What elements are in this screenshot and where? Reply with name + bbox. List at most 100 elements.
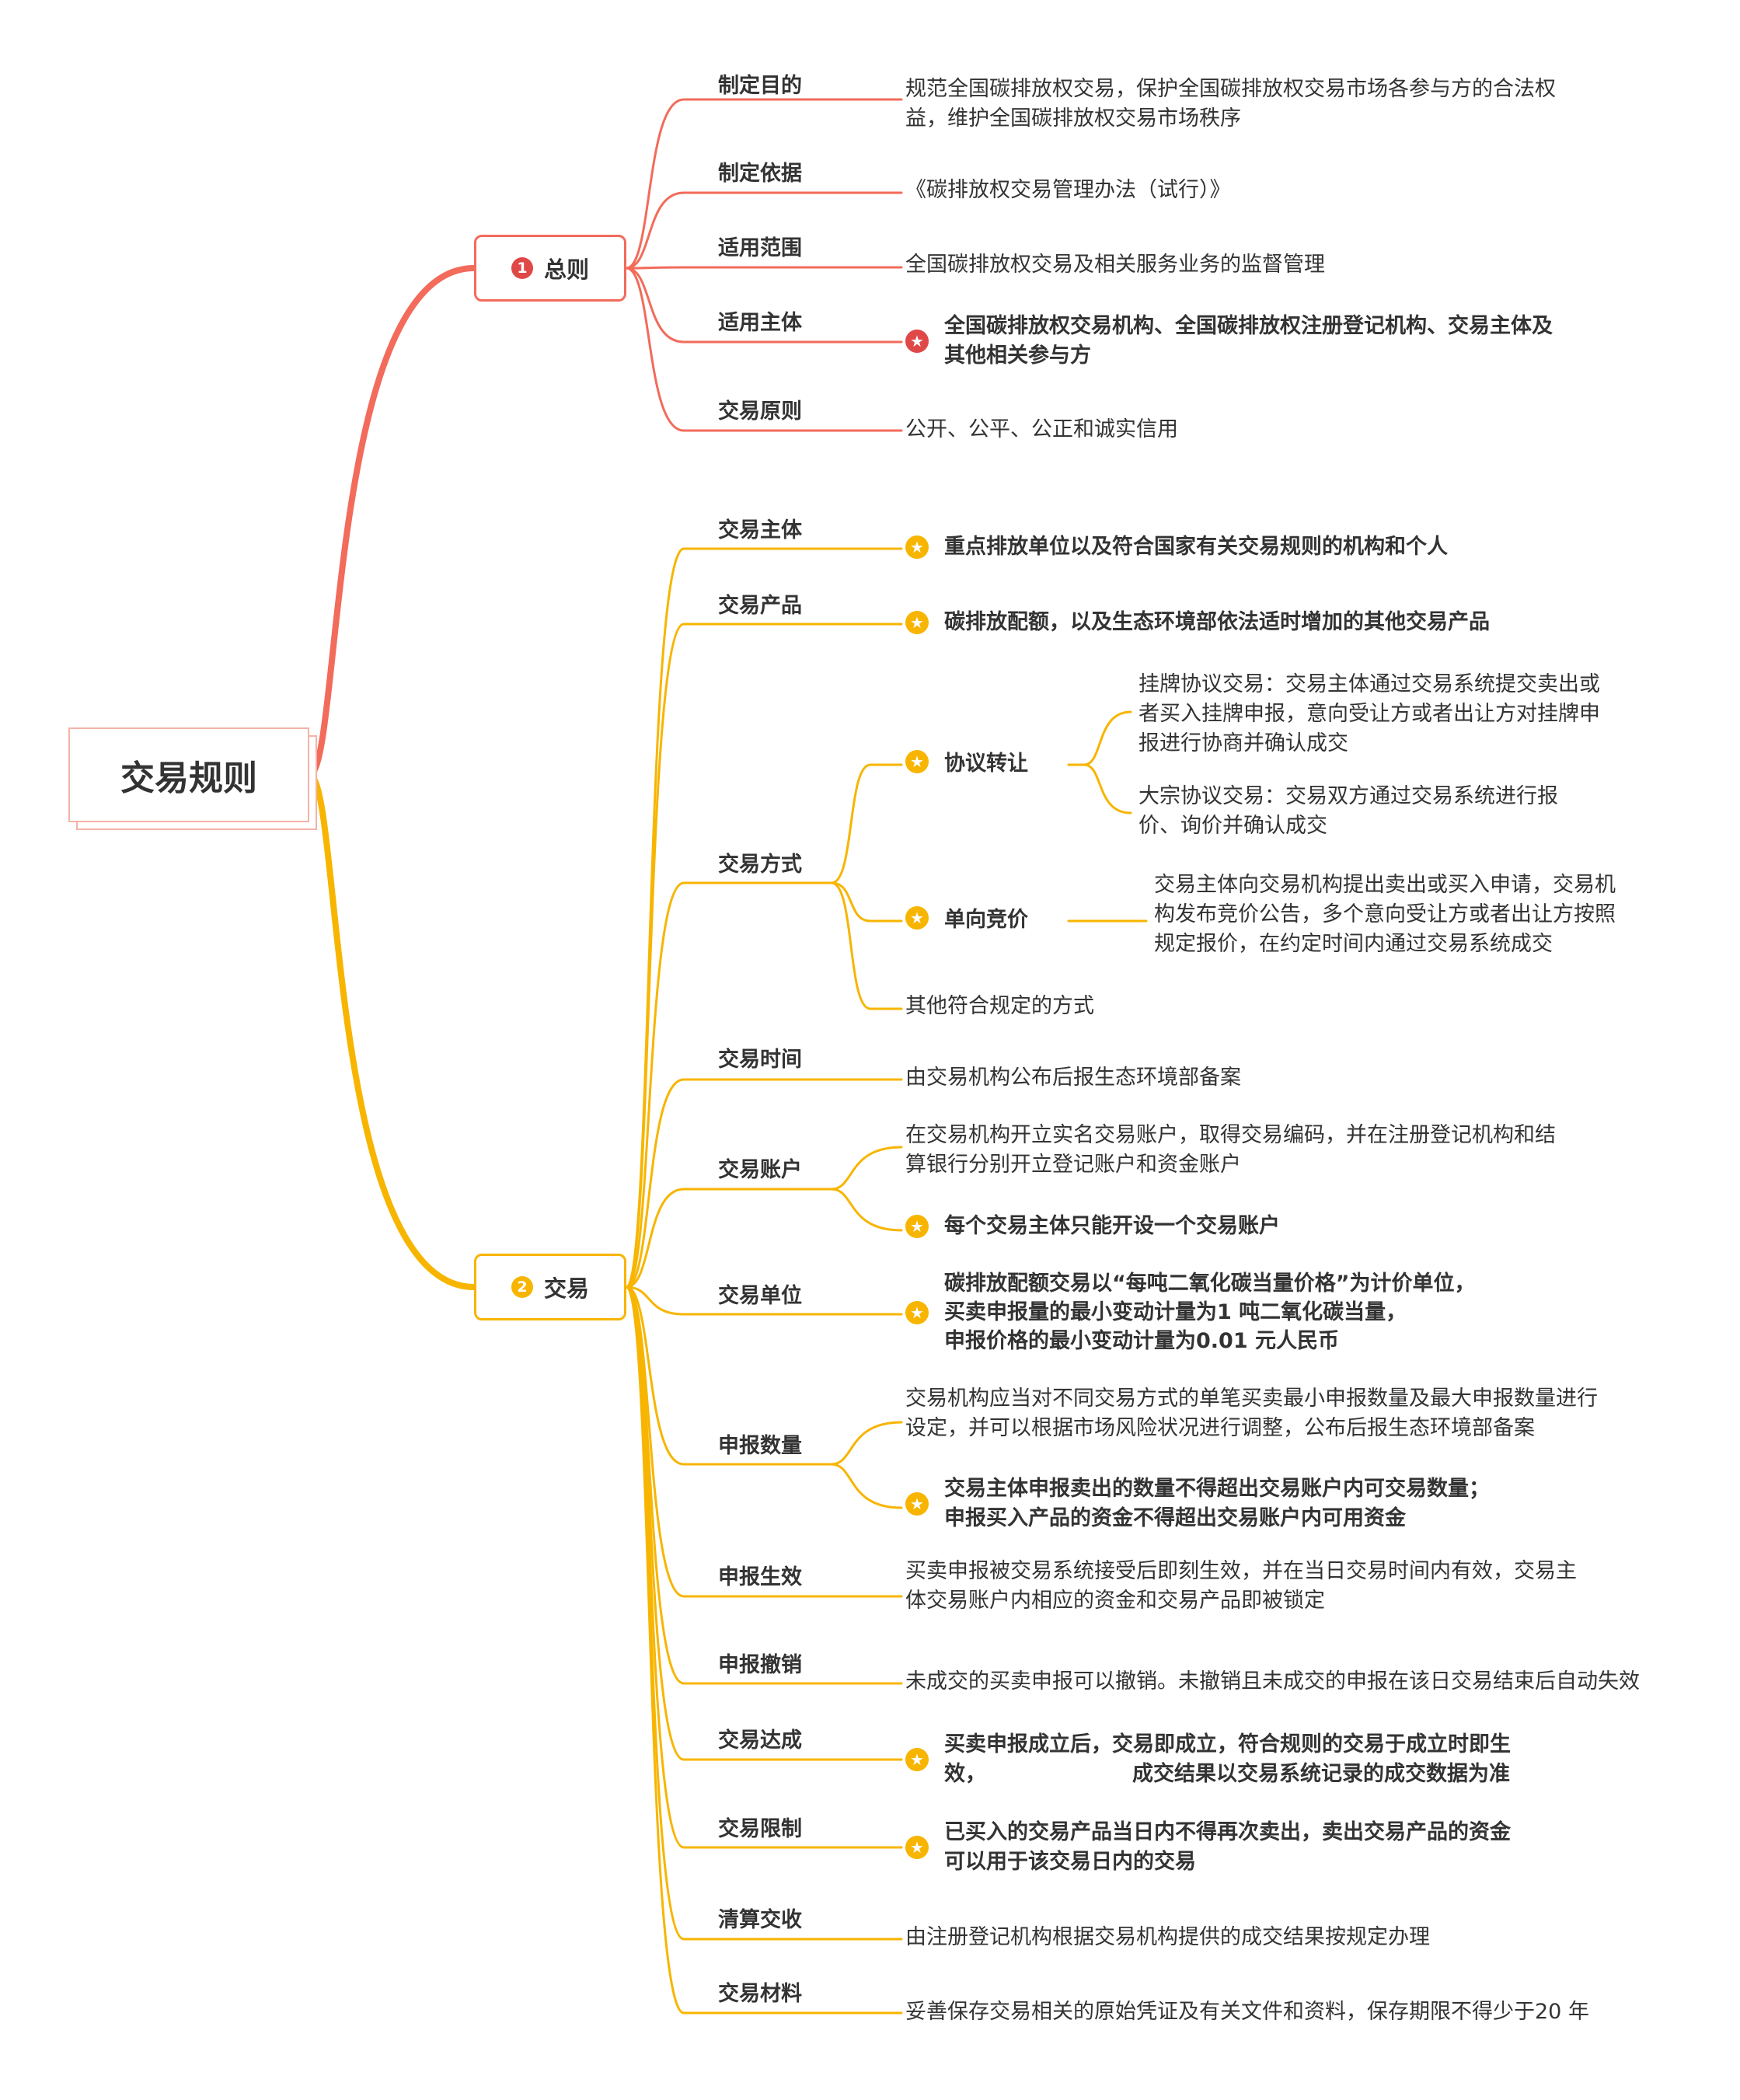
connector-quantity-item	[830, 1463, 903, 1509]
yellow-star-icon: ★	[905, 1836, 929, 1859]
connector-subtopic	[625, 1285, 833, 2015]
leaf-text: 挂牌协议交易：交易主体通过交易系统提交卖出或者买入挂牌申报，意向受让方或者出让方…	[1138, 672, 1600, 755]
leaf-text: 全国碳排放权交易机构、全国碳排放权注册登记机构、交易主体及其他相关参与方	[944, 314, 1553, 368]
leaf-text: 由注册登记机构根据交易机构提供的成交结果按规定办理	[905, 1925, 1430, 1949]
subtopic-settlement[interactable]: 清算交收	[718, 1908, 802, 1932]
subtopic-trading-subjects[interactable]: 交易主体	[718, 518, 802, 542]
subtopic-account[interactable]: 交易账户	[718, 1158, 802, 1182]
connector-method	[830, 881, 903, 1010]
leaf-text: 碳排放配额，以及生态环境部依法适时增加的其他交易产品	[944, 610, 1490, 634]
yellow-star-icon: ★	[905, 1748, 929, 1771]
subtopic-scope[interactable]: 适用范围	[718, 236, 802, 260]
leaf-item: ★ 已买入的交易产品当日内不得再次卖出，卖出交易产品的资金可以用于该交易日内的交…	[905, 1818, 1519, 1877]
method-agreement[interactable]: ★ 协议转让	[905, 746, 1028, 776]
yellow-star-icon: ★	[905, 1215, 929, 1238]
branch-label: 交易	[543, 1275, 589, 1302]
leaf-line: 买卖申报量的最小变动计量为1 吨二氧化碳当量，	[944, 1300, 1407, 1324]
leaf-line: 申报价格的最小变动计量为0.01 元人民币	[944, 1329, 1340, 1353]
leaf-line: 碳排放配额交易以“每吨二氧化碳当量价格”为计价单位，	[944, 1272, 1476, 1296]
root-label: 交易规则	[120, 759, 257, 798]
subtopic-unit[interactable]: 交易单位	[718, 1284, 802, 1308]
leaf-text: 交易机构应当对不同交易方式的单笔买卖最小申报数量及最大申报数量进行设定，并可以根…	[905, 1387, 1598, 1440]
subtopic-restriction[interactable]: 交易限制	[718, 1817, 802, 1841]
leaf-item: ★ 碳排放配额，以及生态环境部依法适时增加的其他交易产品	[905, 608, 1490, 637]
leaf-line: 交易主体申报卖出的数量不得超出交易账户内可交易数量；	[944, 1477, 1490, 1501]
branch-label: 总则	[543, 256, 589, 283]
connector-subtopic	[625, 267, 903, 432]
connector-subtopic	[625, 98, 903, 270]
leaf-text: 全国碳排放权交易及相关服务业务的监督管理	[905, 253, 1325, 277]
connector-method	[830, 763, 903, 884]
root-node[interactable]: 交易规则	[68, 727, 309, 822]
subtopic-purpose[interactable]: 制定目的	[718, 74, 802, 98]
connector-method	[830, 881, 903, 923]
subtopic-methods[interactable]: 交易方式	[718, 853, 802, 877]
subtopic-concluded[interactable]: 交易达成	[718, 1728, 802, 1753]
subtopic-products[interactable]: 交易产品	[718, 594, 802, 618]
leaf-text: 交易主体向交易机构提出卖出或买入申请，交易机构发布竞价公告，多个意向受让方或者出…	[1154, 873, 1616, 956]
branch-node-trading[interactable]: 2 交易	[474, 1254, 626, 1320]
leaf-text: 大宗协议交易：交易双方通过交易系统进行报价、询价并确认成交	[1138, 784, 1558, 838]
leaf-text: 每个交易主体只能开设一个交易账户	[944, 1214, 1280, 1238]
yellow-star-icon: ★	[905, 1300, 929, 1324]
subtopic-cancel[interactable]: 申报撤销	[718, 1653, 802, 1677]
subtopic-principle[interactable]: 交易原则	[718, 399, 802, 424]
leaf-line: 买卖申报成立后，交易即成立，符合规则的交易于成立时即生	[944, 1732, 1511, 1756]
leaf-text: 未成交的买卖申报可以撤销。未撤销且未成交的申报在该日交易结束后自动失效	[905, 1669, 1640, 1694]
subtopic-effective[interactable]: 申报生效	[718, 1565, 802, 1589]
leaf-item: ★ 碳排放配额交易以“每吨二氧化碳当量价格”为计价单位， 买卖申报量的最小变动计…	[905, 1269, 1476, 1355]
number-badge-icon: 2	[511, 1276, 533, 1298]
leaf-line: 效， 成交结果以交易系统记录的成交数据为准	[944, 1762, 1510, 1786]
yellow-star-icon: ★	[905, 749, 929, 773]
leaf-text: 规范全国碳排放权交易，保护全国碳排放权交易市场各参与方的合法权益，维护全国碳排放…	[905, 77, 1556, 131]
method-label: 协议转让	[944, 752, 1028, 776]
red-star-icon: ★	[905, 330, 929, 353]
connector-account-item	[830, 1146, 903, 1191]
leaf-item: ★ 买卖申报成立后，交易即成立，符合规则的交易于成立时即生 效， 成交结果以交易…	[905, 1730, 1511, 1789]
connector-root-to-trading	[306, 772, 477, 1290]
subtopic-materials[interactable]: 交易材料	[718, 1982, 802, 2006]
leaf-text: 在交易机构开立实名交易账户，取得交易编码，并在注册登记机构和结算银行分别开立登记…	[905, 1123, 1556, 1177]
connector-subtopic	[625, 1078, 833, 1289]
connector-agreement-item	[1083, 710, 1132, 766]
yellow-star-icon: ★	[905, 611, 929, 634]
connector-quantity-item	[830, 1421, 903, 1466]
connector-subtopic	[625, 1188, 833, 1289]
connector-account-item	[830, 1188, 903, 1232]
method-label: 单向竞价	[944, 908, 1028, 932]
leaf-item: ★ 全国碳排放权交易机构、全国碳排放权注册登记机构、交易主体及其他相关参与方	[905, 312, 1558, 371]
connector-subtopic	[625, 191, 903, 270]
leaf-item: ★ 重点排放单位以及符合国家有关交易规则的机构和个人	[905, 532, 1448, 562]
yellow-star-icon: ★	[905, 905, 929, 930]
subtopic-basis[interactable]: 制定依据	[718, 162, 802, 186]
leaf-text: 已买入的交易产品当日内不得再次卖出，卖出交易产品的资金可以用于该交易日内的交易	[944, 1820, 1511, 1874]
subtopic-time[interactable]: 交易时间	[718, 1048, 802, 1072]
subtopic-quantity[interactable]: 申报数量	[718, 1434, 802, 1458]
connector-agreement-item	[1083, 763, 1132, 815]
connector-subtopic	[625, 1285, 833, 1316]
connector-subtopic	[625, 1285, 833, 1466]
connector-subtopic	[625, 881, 833, 1289]
leaf-text: 妥善保存交易相关的原始凭证及有关文件和资料，保存期限不得少于20 年	[905, 2000, 1589, 2024]
yellow-star-icon: ★	[905, 1492, 929, 1516]
leaf-text: 重点排放单位以及符合国家有关交易规则的机构和个人	[944, 535, 1448, 559]
connector-root-to-general	[306, 265, 477, 778]
connector-subtopic	[625, 623, 833, 1289]
leaf-text: 其他符合规定的方式	[905, 994, 1094, 1018]
leaf-text: 由交易机构公布后报生态环境部备案	[905, 1066, 1241, 1090]
branch-node-general[interactable]: 1 总则	[474, 235, 626, 302]
leaf-text: 公开、公平、公正和诚实信用	[905, 417, 1178, 441]
leaf-item: ★ 交易主体申报卖出的数量不得超出交易账户内可交易数量； 申报买入产品的资金不得…	[905, 1474, 1490, 1533]
leaf-text: 买卖申报被交易系统接受后即刻生效，并在当日交易时间内有效，交易主体交易账户内相应…	[905, 1559, 1577, 1613]
method-auction[interactable]: ★ 单向竞价	[905, 902, 1028, 933]
number-badge-icon: 1	[511, 257, 533, 279]
subtopic-subjects[interactable]: 适用主体	[718, 311, 802, 335]
connector-subtopic	[625, 267, 903, 344]
leaf-line: 申报买入产品的资金不得超出交易账户内可用资金	[944, 1506, 1406, 1530]
leaf-text: 《碳排放权交易管理办法（试行）》	[905, 178, 1231, 202]
yellow-star-icon: ★	[905, 535, 929, 559]
leaf-item: ★ 每个交易主体只能开设一个交易账户	[905, 1212, 1280, 1241]
connector-subtopic	[625, 266, 903, 270]
